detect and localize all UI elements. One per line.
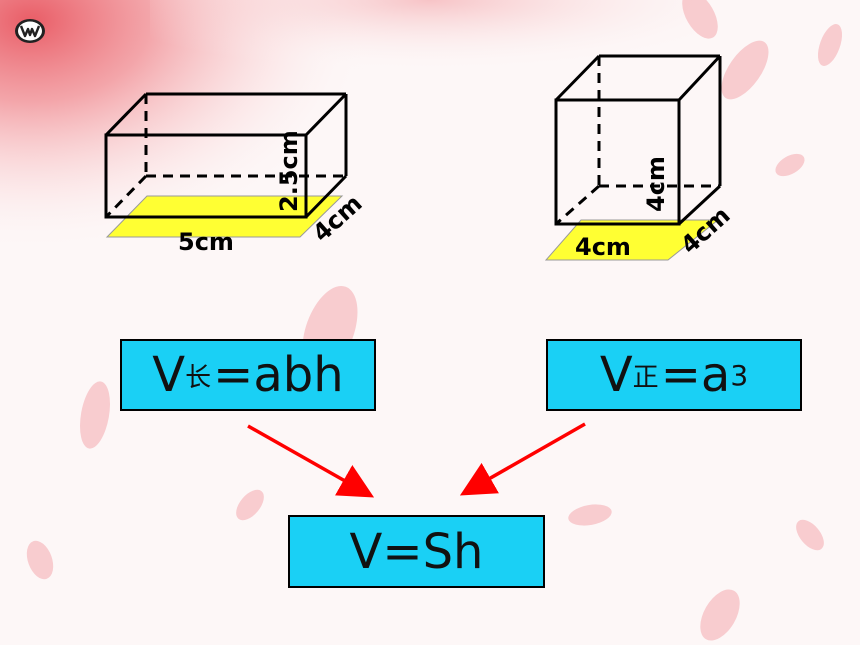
cube-height-label: 4cm (642, 156, 670, 212)
formula-v: V (152, 347, 186, 403)
cube-front-label: 4cm (575, 233, 631, 261)
logo-icon (15, 19, 45, 43)
formula-v: V (599, 347, 633, 403)
formula-text: V=Sh (349, 523, 484, 580)
formula-exponent: 3 (730, 358, 749, 392)
formula-subscript: 正 (632, 362, 659, 393)
arrow-left (247, 424, 375, 498)
formula-expression: =a (660, 347, 731, 403)
cuboid-length-label: 5cm (178, 228, 234, 256)
cuboid-figure: 5cm 4cm 2.5cm (104, 92, 368, 256)
cuboid-height-label: 2.5cm (275, 130, 303, 212)
general-volume-formula: V=Sh (288, 515, 545, 588)
formula-expression: =abh (213, 347, 344, 403)
formula-subscript: 长 (185, 362, 212, 393)
arrow-right (459, 422, 586, 496)
cube-base-highlight (544, 219, 720, 261)
